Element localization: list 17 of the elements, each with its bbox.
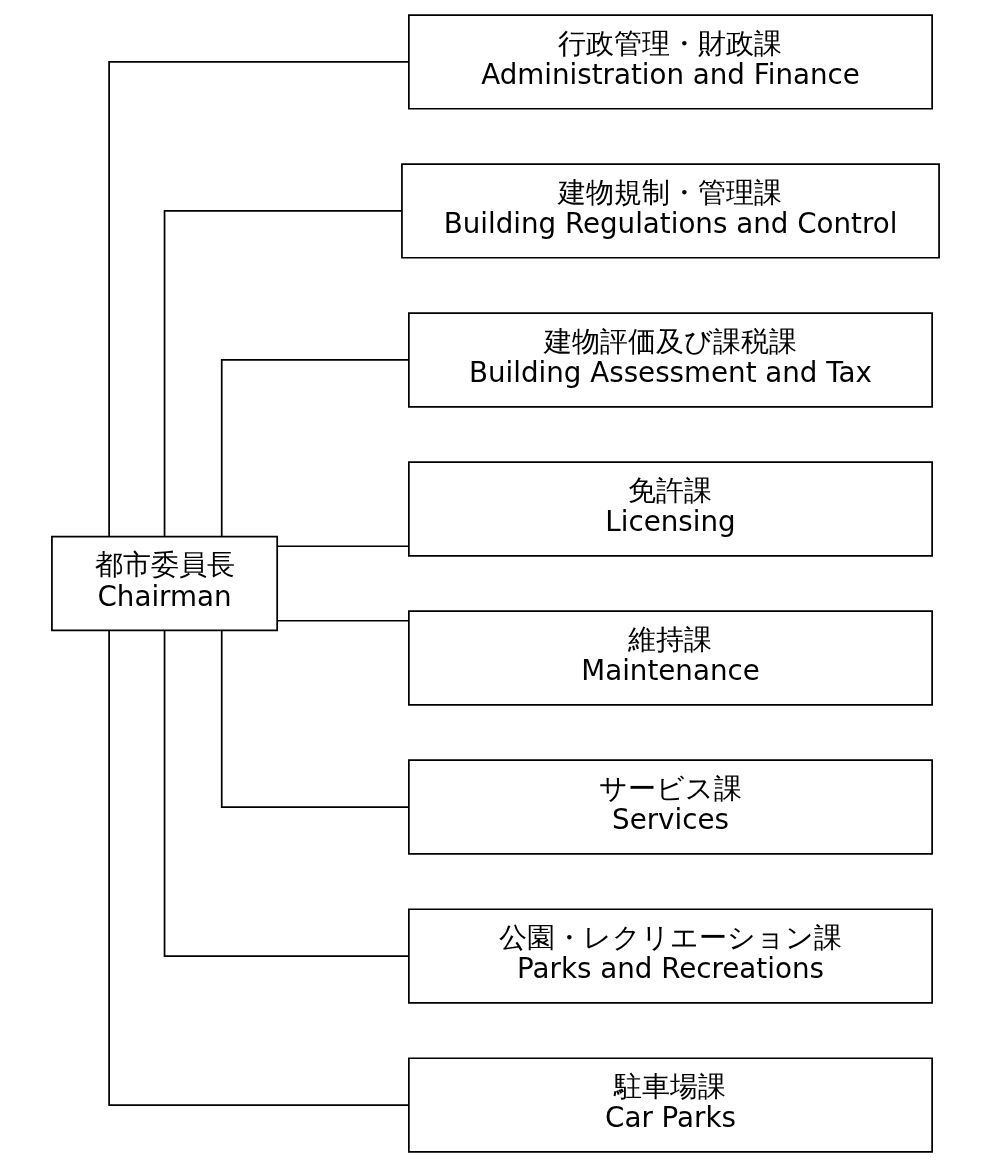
node-box: 建物規制・管理課 Building Regulations and Control xyxy=(401,163,940,259)
node-box: 公園・レクリエーション課 Parks and Recreations xyxy=(408,908,933,1004)
node-box: 維持課 Maintenance xyxy=(408,610,933,706)
node-box: 行政管理・財政課 Administration and Finance xyxy=(408,14,933,110)
node-box: 駐車場課 Car Parks xyxy=(408,1057,933,1153)
connector xyxy=(276,619,410,622)
node-box: 免許課 Licensing xyxy=(408,461,933,557)
connector xyxy=(163,210,403,538)
connector xyxy=(163,629,410,957)
connector xyxy=(220,629,410,808)
node-box: 都市委員長 Chairman xyxy=(51,535,279,632)
node-box: 建物評価及び課税課 Building Assessment and Tax xyxy=(408,312,933,408)
connector xyxy=(108,61,410,538)
connector xyxy=(220,359,410,538)
connector xyxy=(276,545,410,548)
connector xyxy=(108,629,410,1106)
node-box: サービス課 Services xyxy=(408,759,933,855)
